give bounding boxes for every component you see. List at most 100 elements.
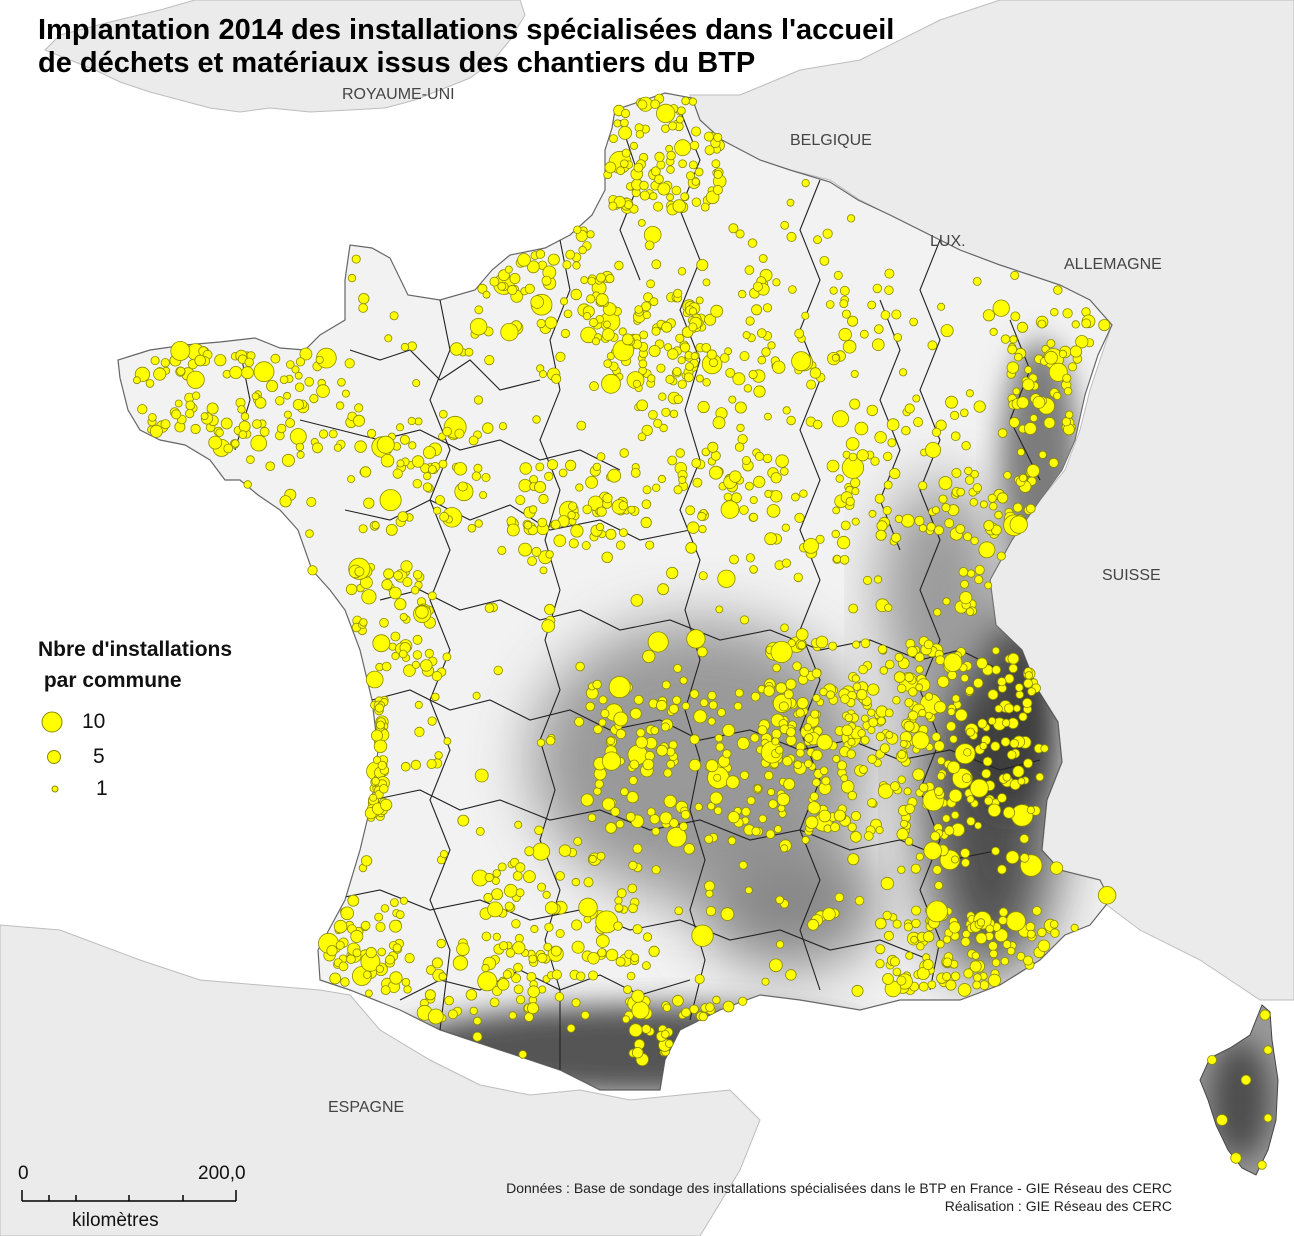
installation-marker [985,924,995,934]
installation-marker [669,818,679,828]
installation-marker [704,834,714,844]
installation-marker [641,424,653,436]
installation-marker [701,342,711,353]
installation-marker [912,394,921,403]
installation-marker [927,980,937,990]
installation-marker [936,772,946,781]
installation-marker [620,118,629,128]
installation-marker [1027,687,1036,696]
installation-marker [785,969,797,981]
installation-marker [1014,683,1024,692]
installation-marker [536,318,546,329]
installation-marker [150,356,160,366]
installation-marker [422,445,436,459]
installation-marker [831,353,840,362]
installation-marker [938,494,948,504]
installation-marker [713,169,723,179]
installation-marker [649,192,658,201]
installation-marker [847,315,859,327]
installation-marker [852,682,862,691]
installation-marker [1002,772,1012,782]
installation-marker [608,201,618,211]
installation-marker [412,379,421,388]
installation-marker [685,541,698,554]
installation-marker [914,515,925,526]
installation-marker [916,942,925,951]
installation-marker [893,671,906,683]
installation-marker [570,524,584,538]
country-label-spain: ESPAGNE [328,1099,405,1116]
installation-marker [710,304,724,318]
installation-marker [1007,344,1018,355]
installation-marker [619,528,628,537]
installation-marker [991,846,1000,856]
installation-marker [265,461,276,472]
installation-marker [698,524,707,534]
installation-marker [619,448,629,458]
installation-marker [791,492,800,502]
installation-marker [551,373,562,384]
installation-marker [399,613,408,622]
installation-marker [576,971,586,981]
installation-marker [606,736,616,746]
installation-marker [883,480,893,490]
installation-marker [403,664,416,677]
installation-marker [603,359,612,368]
installation-marker [675,448,685,458]
installation-marker [966,795,975,804]
installation-marker [329,972,342,985]
installation-marker [969,960,982,973]
installation-marker [673,664,682,673]
installation-marker [628,776,638,786]
installation-marker [851,517,860,526]
installation-marker [688,307,698,316]
installation-marker [408,441,417,450]
installation-marker [796,697,809,710]
installation-marker [576,420,587,431]
installation-marker [972,980,982,990]
installation-marker [678,159,687,169]
installation-marker [231,439,240,448]
installation-marker [867,798,877,808]
installation-marker [592,462,602,472]
installation-marker [252,419,262,429]
legend-circle-10 [41,711,63,733]
installation-marker [700,202,710,212]
installation-marker [285,360,295,369]
installation-marker [1035,772,1045,782]
installation-marker [891,309,902,320]
installation-marker [1068,362,1078,372]
installation-marker [695,296,704,305]
installation-marker [749,496,758,505]
installation-marker [439,849,449,859]
installation-marker [424,989,436,1001]
installation-marker [593,787,602,796]
installation-marker [625,811,636,822]
installation-marker [786,198,795,207]
installation-marker [160,419,171,430]
installation-marker [786,727,796,737]
installation-marker [1017,321,1029,333]
installation-marker [619,159,629,169]
installation-marker [573,225,582,234]
installation-marker [538,493,549,505]
installation-marker [978,541,996,559]
legend-value-10: 10 [82,710,106,733]
installation-marker [951,694,961,703]
installation-marker [918,981,929,992]
installation-marker [663,768,673,778]
installation-marker [964,475,975,485]
installation-marker [681,1007,691,1018]
installation-marker [734,401,747,414]
installation-marker [551,969,562,980]
installation-marker [376,435,395,454]
map-title-line1: Implantation 2014 des installations spéc… [38,14,895,46]
installation-marker [541,275,552,286]
installation-marker [783,689,794,700]
installation-marker [573,837,583,846]
installation-marker [842,339,857,354]
installation-marker [850,369,859,378]
installation-marker [630,594,644,607]
installation-marker [792,661,802,671]
installation-marker [661,321,673,333]
